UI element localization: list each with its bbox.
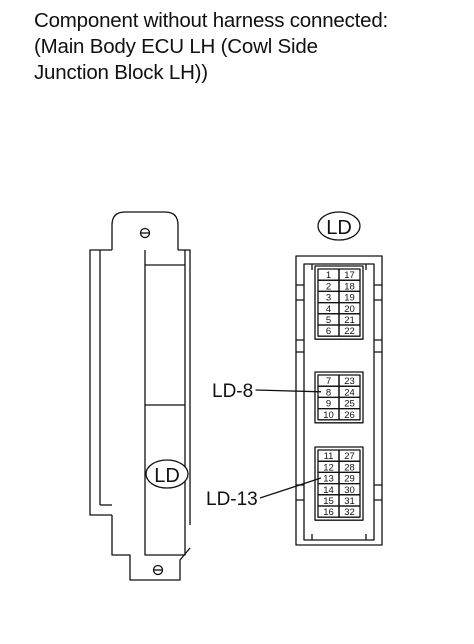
- pin-number: 4: [326, 304, 331, 315]
- component-label-ellipse: [145, 459, 189, 489]
- pin-number: 29: [344, 474, 355, 485]
- pin-number: 13: [323, 474, 334, 485]
- pin-number: 12: [323, 462, 334, 473]
- pin-number: 16: [323, 507, 334, 518]
- pin-number: 20: [344, 304, 355, 315]
- connector-pin-grid: [314, 265, 364, 521]
- pin-number: 21: [344, 315, 355, 326]
- pin-number: 14: [323, 485, 334, 496]
- pin-cell: [338, 407, 361, 421]
- pin-number: 28: [344, 462, 355, 473]
- diagram-title: Component without harness connected: (Ma…: [34, 8, 470, 86]
- title-line-2: (Main Body ECU LH (Cowl Side: [34, 35, 318, 58]
- title-line-3: Junction Block LH)): [34, 61, 208, 84]
- pin-number: 9: [326, 399, 331, 410]
- pin-number: 17: [344, 270, 355, 281]
- pin-number: 25: [344, 399, 355, 410]
- pin-number: 15: [323, 496, 334, 507]
- pin-number: 31: [344, 496, 355, 507]
- pin-number: 11: [324, 451, 334, 462]
- callout-lines: [255, 389, 322, 499]
- pin-number: 2: [326, 281, 331, 292]
- callout-label: LD-8: [212, 381, 253, 402]
- pin-number: 19: [344, 293, 355, 304]
- pin-cell: [338, 324, 361, 337]
- pin-number: 32: [344, 507, 355, 518]
- pin-number: 22: [344, 326, 355, 337]
- callout-leader-line: [255, 389, 322, 393]
- pin-number: 30: [344, 485, 355, 496]
- connector-label: LD: [326, 217, 352, 239]
- pin-block-1: [314, 265, 364, 340]
- pin-number: 27: [344, 451, 355, 462]
- callout-leader-line: [259, 477, 322, 499]
- pin-number: 24: [344, 387, 355, 398]
- pin-number: 26: [344, 410, 355, 421]
- pin-number: 3: [326, 293, 331, 304]
- pin-block-2: [314, 371, 364, 424]
- pin-number: 7: [326, 376, 331, 387]
- pin-number: 23: [344, 376, 355, 387]
- callout-label: LD-13: [206, 489, 258, 510]
- pin-number: 8: [326, 387, 331, 398]
- ecu-component-body: [89, 211, 191, 581]
- component-label: LD: [154, 465, 180, 487]
- pin-number: 6: [326, 326, 331, 337]
- title-line-1: Component without harness connected:: [34, 9, 389, 32]
- pin-number: 18: [344, 281, 355, 292]
- pin-block-3: [314, 446, 364, 521]
- pin-number: 10: [323, 410, 334, 421]
- pin-number: 1: [326, 270, 331, 281]
- pin-cell: [338, 505, 361, 518]
- pin-number: 5: [326, 315, 331, 326]
- connector-label-ellipse: [317, 211, 361, 241]
